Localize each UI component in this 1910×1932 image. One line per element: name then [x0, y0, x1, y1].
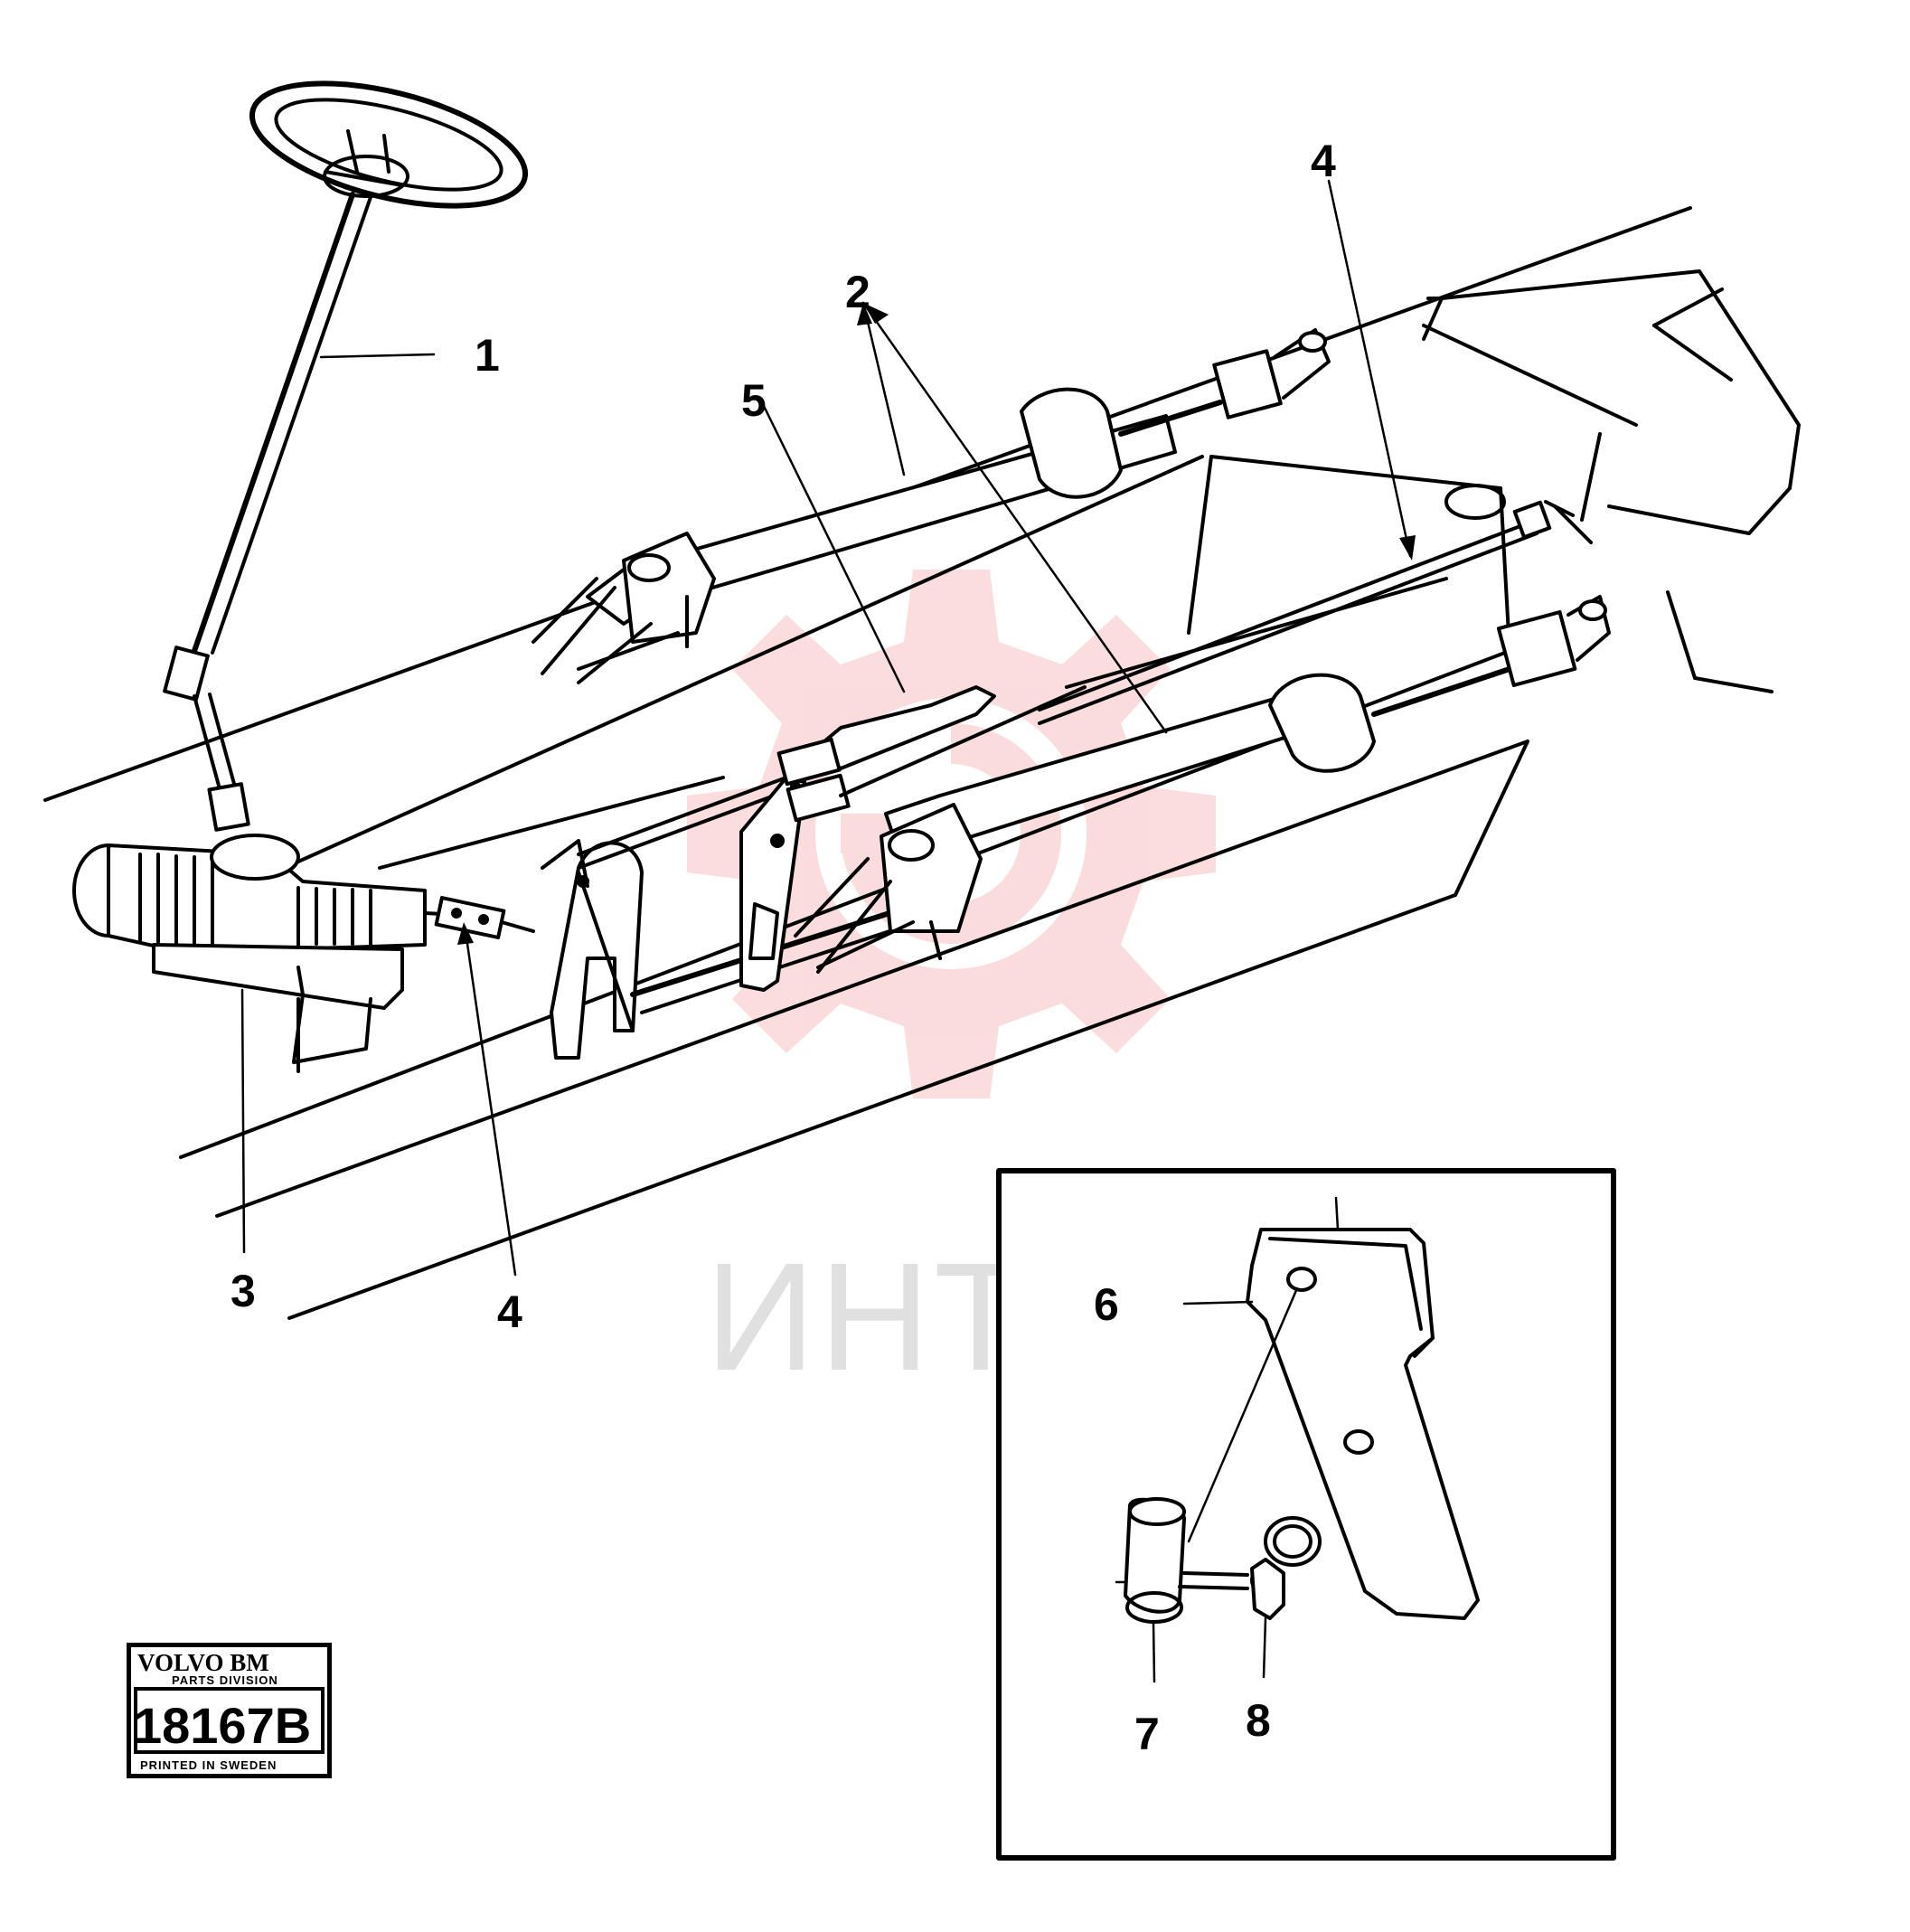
upper-steering-cylinder	[532, 328, 1331, 684]
tie-rod-upper	[1038, 500, 1575, 725]
stamp-division: PARTS DIVISION	[172, 1673, 278, 1687]
callout-3: 3	[231, 1266, 256, 1316]
lower-steering-cylinder	[794, 595, 1611, 974]
stamp-code: 18167B	[134, 1697, 311, 1754]
steering-gearbox	[72, 834, 463, 1073]
callout-2: 2	[845, 267, 870, 317]
callout-leaders	[240, 179, 1416, 1277]
inset-detail-box: 6 7 8	[996, 1168, 1616, 1861]
callout-4-top: 4	[1311, 136, 1336, 186]
stamp-brand: VOLVO BM	[137, 1649, 269, 1676]
callout-6: 6	[1094, 1279, 1119, 1330]
callout-labels: 1 2 3 4 4 5	[231, 136, 1336, 1337]
callout-5: 5	[741, 375, 767, 426]
callout-4-bottom: 4	[497, 1286, 522, 1337]
linkage-assembly	[378, 577, 1448, 1060]
stamp-printed: PRINTED IN SWEDEN	[140, 1758, 277, 1772]
callout-7: 7	[1134, 1709, 1160, 1759]
volvo-bm-stamp: VOLVO BM PARTS DIVISION 18167B PRINTED I…	[127, 1643, 332, 1778]
callout-8: 8	[1246, 1695, 1271, 1746]
steering-wheel-assembly	[163, 80, 529, 832]
callout-1: 1	[475, 330, 500, 381]
